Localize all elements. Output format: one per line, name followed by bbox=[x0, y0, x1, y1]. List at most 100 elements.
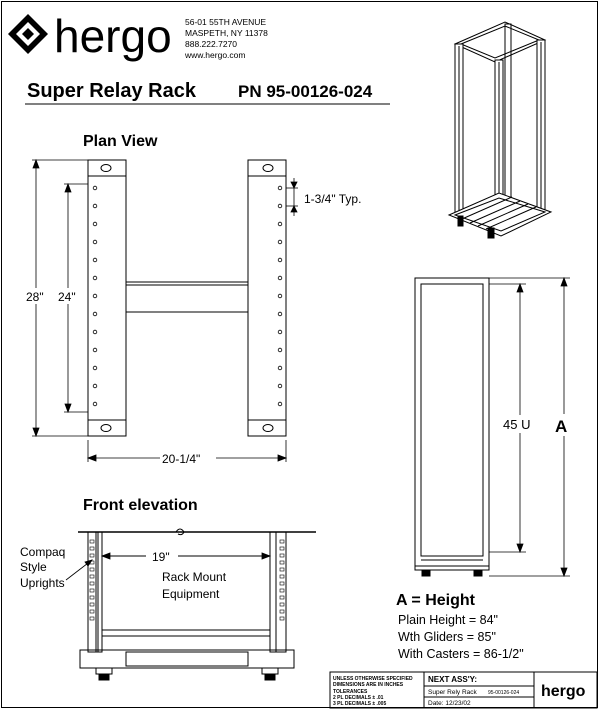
upright-slot bbox=[89, 609, 95, 614]
mounting-hole bbox=[92, 203, 98, 209]
upright-slot bbox=[279, 595, 285, 600]
mounting-hole bbox=[92, 185, 98, 191]
company-address: 56-01 55TH AVENUE MASPETH, NY 11378 888.… bbox=[184, 17, 268, 60]
drawing-title: Super Relay Rack bbox=[27, 80, 197, 102]
upright-slot bbox=[279, 546, 285, 551]
upright-label-1: Compaq bbox=[20, 545, 65, 559]
mounting-hole bbox=[92, 401, 98, 407]
mounting-hole bbox=[277, 221, 283, 227]
mounting-hole bbox=[92, 383, 98, 389]
mounting-hole bbox=[92, 275, 98, 281]
dim-width-bg bbox=[160, 451, 216, 467]
plan-view-dimension-lines bbox=[32, 158, 298, 462]
next-assy-label: NEXT ASS'Y: bbox=[428, 675, 477, 684]
tol-line3: TOLERANCES bbox=[333, 689, 368, 695]
address-web: www.hergo.com bbox=[184, 50, 245, 60]
plan-view-holes-left bbox=[92, 185, 98, 407]
title-block-brand: hergo bbox=[541, 683, 586, 700]
mounting-hole bbox=[277, 383, 283, 389]
mounting-hole bbox=[277, 329, 283, 335]
mounting-hole bbox=[277, 293, 283, 299]
dim-opening: 19" bbox=[152, 550, 170, 564]
address-line1: 56-01 55TH AVENUE bbox=[185, 17, 266, 27]
upright-slot bbox=[279, 567, 285, 572]
height-plain: Plain Height = 84" bbox=[398, 613, 498, 627]
hergo-logo: hergo bbox=[8, 10, 172, 62]
upright-slot bbox=[279, 581, 285, 586]
mounting-hole bbox=[92, 365, 98, 371]
address-line2: MASPETH, NY 11378 bbox=[185, 28, 268, 38]
dim-units: 45 U bbox=[503, 417, 530, 432]
height-spec-heading: A = Height bbox=[396, 592, 476, 609]
upright-slot bbox=[89, 602, 95, 607]
upright-slot bbox=[89, 574, 95, 579]
mounting-hole bbox=[92, 257, 98, 263]
dim-a-bg bbox=[552, 414, 576, 436]
upright-slot bbox=[89, 546, 95, 551]
upright-slot bbox=[279, 553, 285, 558]
upright-slot bbox=[279, 574, 285, 579]
dim-19-bg bbox=[146, 547, 178, 564]
tol-line2: DIMENSIONS ARE IN INCHES bbox=[333, 682, 404, 688]
mounting-hole bbox=[92, 221, 98, 227]
mounting-hole bbox=[277, 365, 283, 371]
tol-line1: UNLESS OTHERWISE SPECIFIED bbox=[333, 676, 413, 682]
plan-view-heading: Plan View bbox=[83, 133, 158, 150]
mounting-hole bbox=[277, 185, 283, 191]
isometric-rack-illustration bbox=[447, 21, 553, 239]
height-casters: With Casters = 86-1/2" bbox=[398, 647, 524, 661]
mounting-hole bbox=[277, 401, 283, 407]
mounting-hole bbox=[92, 347, 98, 353]
dim-spacing: 1-3/4" Typ. bbox=[304, 192, 361, 206]
upright-slot bbox=[279, 616, 285, 621]
mounting-hole bbox=[277, 203, 283, 209]
dim-depth-inner: 24" bbox=[58, 290, 76, 304]
dim-45u-bg bbox=[500, 415, 540, 433]
front-elevation-heading: Front elevation bbox=[83, 497, 198, 514]
dim-width: 20-1/4" bbox=[162, 452, 200, 466]
upright-slot bbox=[89, 553, 95, 558]
upright-slot bbox=[89, 588, 95, 593]
title-block-pn: 95-00126-024 bbox=[488, 690, 519, 696]
mounting-hole bbox=[277, 257, 283, 263]
note-line1: Rack Mount bbox=[162, 570, 227, 584]
plan-view-drawing bbox=[87, 159, 287, 437]
tol-line5: 3 PL DECIMALS ± .005 bbox=[333, 701, 386, 707]
front-elevation-drawing bbox=[78, 528, 316, 681]
logo-wordmark: hergo bbox=[54, 10, 172, 62]
upright-label-2: Style bbox=[20, 560, 47, 574]
plan-view-holes-right bbox=[277, 185, 283, 407]
front-elevation-holes bbox=[89, 539, 285, 621]
upright-slot bbox=[279, 539, 285, 544]
mounting-hole bbox=[277, 239, 283, 245]
upright-slot bbox=[89, 581, 95, 586]
mounting-hole bbox=[277, 275, 283, 281]
upright-slot bbox=[89, 595, 95, 600]
part-number: PN 95-00126-024 bbox=[238, 82, 373, 101]
upright-slot bbox=[89, 567, 95, 572]
upright-slot bbox=[89, 616, 95, 621]
mounting-hole bbox=[92, 239, 98, 245]
title-block-desc: Super Rely Rack bbox=[428, 689, 478, 696]
upright-slot bbox=[89, 539, 95, 544]
dim-28-bg bbox=[24, 288, 50, 304]
front-elevation-dimension bbox=[65, 552, 272, 581]
mounting-hole bbox=[277, 347, 283, 353]
mounting-hole bbox=[92, 293, 98, 299]
upright-slot bbox=[279, 588, 285, 593]
dim-label-a: A bbox=[555, 417, 567, 436]
dim-24-bg bbox=[56, 288, 82, 304]
upright-slot bbox=[279, 602, 285, 607]
upright-slot bbox=[279, 609, 285, 614]
title-block-date: Date: 12/23/02 bbox=[428, 700, 471, 707]
tol-line4: 2 PL DECIMALS ± .01 bbox=[333, 695, 384, 701]
note-line2: Equipment bbox=[162, 587, 220, 601]
mounting-hole bbox=[277, 311, 283, 317]
upright-label-3: Uprights bbox=[20, 576, 65, 590]
height-gliders: Wth Gliders = 85" bbox=[398, 630, 496, 644]
mounting-hole bbox=[92, 311, 98, 317]
mounting-hole bbox=[92, 329, 98, 335]
dim-depth-outer: 28" bbox=[26, 290, 44, 304]
